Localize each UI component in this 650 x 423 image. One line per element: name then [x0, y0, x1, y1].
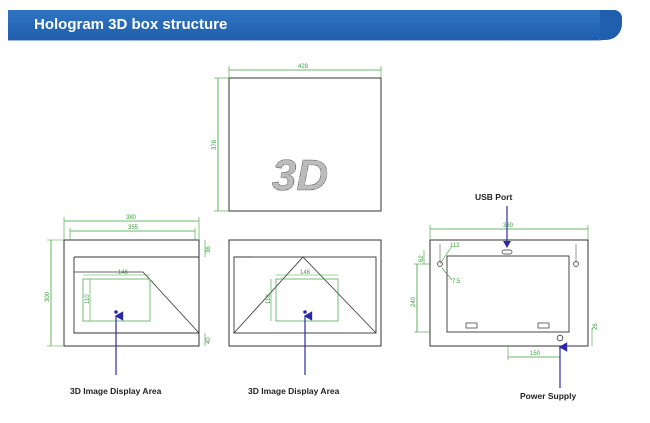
- power-jack-icon: [556, 334, 564, 342]
- side-display-width-dim: 146: [118, 270, 129, 276]
- back-height-dim: 240: [411, 296, 417, 307]
- side-view: 146 110 380 355 300 36 40 3D Ima: [45, 215, 212, 396]
- display-area-1-label: 3D Image Display Area: [70, 386, 162, 396]
- top-height-dim: 378: [212, 139, 218, 150]
- logo-3d: 3D: [272, 151, 328, 200]
- back-small-dim: 7.5: [452, 279, 461, 285]
- back-left-dim: 62: [419, 255, 425, 262]
- back-width-dim: 380: [503, 223, 514, 229]
- power-supply-label: Power Supply: [520, 391, 576, 401]
- side-inner-width-dim: 355: [128, 225, 139, 231]
- back-right-dim: 26: [593, 323, 599, 330]
- side-display-height-dim: 110: [85, 294, 91, 304]
- front-view: 146 110 3D Image Display Area: [228, 239, 382, 396]
- side-view-box: [63, 239, 200, 347]
- back-bottom-dim: 150: [530, 351, 541, 357]
- front-display-area: [275, 278, 339, 322]
- top-width-dim: 428: [298, 64, 309, 70]
- back-side-dim: 112: [450, 243, 460, 249]
- side-height-dim: 300: [45, 291, 51, 302]
- side-small-dim-bottom: 40: [206, 337, 212, 344]
- usb-port-icon: [501, 249, 513, 255]
- back-view-box: [429, 239, 589, 347]
- display-area-2-label: 3D Image Display Area: [248, 386, 340, 396]
- back-view: 380 240 62 112 7.5 26 150 USB Port: [411, 192, 599, 401]
- front-display-height-dim: 110: [266, 294, 272, 304]
- back-panel: [446, 255, 570, 333]
- side-top-width-dim: 380: [126, 215, 137, 221]
- usb-port-label: USB Port: [475, 192, 512, 202]
- side-small-dim-top: 36: [206, 246, 212, 253]
- title-bar: Hologram 3D box structure: [8, 10, 622, 40]
- top-view-box: [228, 77, 382, 212]
- front-display-width-dim: 146: [300, 270, 311, 276]
- top-view: 428 378 3D: [212, 64, 382, 212]
- title-bar-cap: [600, 10, 622, 40]
- page-title: Hologram 3D box structure: [34, 16, 228, 33]
